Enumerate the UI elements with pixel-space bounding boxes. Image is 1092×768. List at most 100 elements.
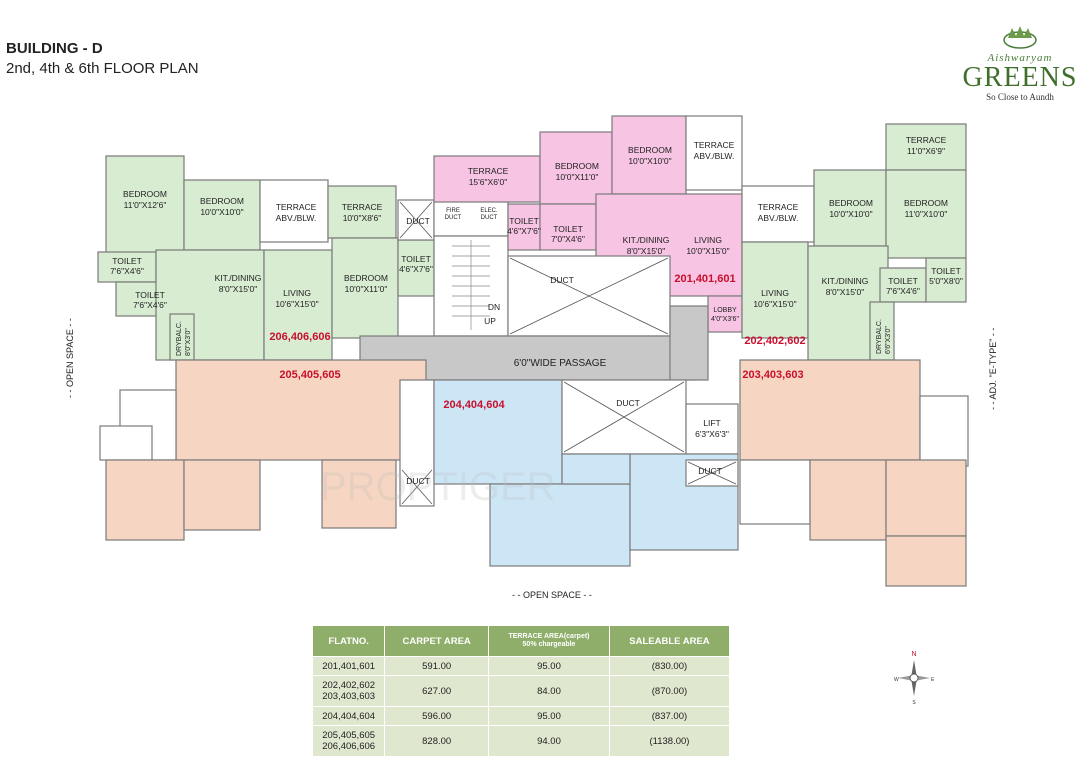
cell-flat: 204,404,604 [311,706,386,726]
logo-tagline: Aishwaryam [987,52,1053,64]
dim-bedroom-r2: 11'0"X10'0" [905,209,948,219]
label-lobby: LOBBY [713,307,737,314]
svg-text:ELEC.DUCT: ELEC.DUCT [480,208,498,221]
dim-toilet-pink2: 7'0"X4'6" [551,234,585,244]
dim-bedroom-pink2: 10'0"X10'0" [628,156,671,166]
room-toilet-l1 [97,251,157,283]
svg-text:DRYBALC.8'0"X3'0": DRYBALC.8'0"X3'0" [176,321,192,356]
label-dn: DN [488,302,500,312]
label-duct-left: DUCT [406,216,430,226]
cell-carpet: 828.00 [384,725,490,757]
passage-right [669,305,709,381]
dim-bedroom-pink1: 10'0"X11'0" [556,172,599,182]
label-bedroom-pink2: BEDROOM [628,145,672,155]
dim-terrace-top: ABV./BLW. [694,151,735,161]
room-bedroom-a [105,155,185,267]
label-lift: LIFT [703,418,720,428]
flat-label-203: 203,403,603 [742,369,803,381]
room-terrace-top [685,115,743,191]
room-toilet-r1 [879,267,927,303]
dim-terrace-right: ABV./BLW. [758,213,799,223]
label-bedroom-l3: BEDROOM [344,273,388,283]
dim-living-r: 10'6"X15'0" [753,299,796,309]
dim-kit-dining-l: 8'0"X15'0" [219,284,258,294]
col-carpet: CARPET AREA [384,625,490,657]
label-toilet-r1: TOILET [888,276,918,286]
label-bedroom-r1: BEDROOM [829,198,873,208]
label-toilet-r2: TOILET [931,266,961,276]
label-duct-center: DUCT [550,275,574,285]
room-toilet-l3 [397,239,435,297]
table-row: 201,401,601 591.00 95.00 (830.00) [311,656,731,676]
edge-label-left: - - OPEN SPACE - - [65,318,75,398]
svg-text:E: E [931,677,935,683]
label-toilet-l1: TOILET [112,256,142,266]
cell-saleable: (837.00) [608,706,731,726]
label-terrace-left: TERRACE [276,202,317,212]
label-up: UP [484,316,496,326]
col-flatno: FLATNO. [311,625,386,657]
cell-flat: 201,401,601 [311,656,386,676]
label-kit-dining-r: KIT./DINING [822,276,869,286]
cell-saleable: (830.00) [608,656,731,676]
compass-icon: N W E S [894,651,935,706]
room-living-peach-l [175,359,427,461]
room-bed-peach-l2 [183,459,261,531]
label-living-pink: LIVING [694,235,722,245]
dim-terrace-pink: 15'6"X6'0" [469,177,508,187]
dim-toilet-l2: 7'6"X4'6" [133,300,167,310]
room-lift [685,403,739,455]
cell-saleable: (1138.00) [608,725,731,757]
label-bedroom-a: BEDROOM [123,189,167,199]
room-living-peach-r [739,359,921,461]
dim-kit-dining-pink: 8'0"X15'0" [627,246,666,256]
label-toilet-l2: TOILET [135,290,165,300]
room-bedroom-l3 [331,237,399,339]
cell-terrace: 95.00 [488,656,610,676]
dim-bedroom-r1: 10'0"X10'0" [829,209,872,219]
label-toilet-l3: TOILET [401,254,431,264]
flat-label-204: 204,404,604 [443,399,505,411]
building-title: BUILDING - D [6,40,103,57]
table-row: 204,404,604 596.00 95.00 (837.00) [311,706,731,726]
room-toilet-pink2 [539,203,597,251]
label-duct-blue: DUCT [616,398,640,408]
label-living-l: LIVING [283,288,311,298]
room-bedroom-pink2 [611,115,687,195]
room-toilet-blue [561,453,631,485]
label-terrace-pink: TERRACE [468,166,509,176]
watermark: PROPTIGER [320,465,556,509]
svg-text:W: W [894,677,899,683]
svg-text:DRYBALC.6'6"X3'0": DRYBALC.6'6"X3'0" [876,319,892,354]
cell-carpet: 591.00 [384,656,490,676]
room-terrace-r-top [885,123,967,171]
col-terrace: TERRACE AREA(carpet)50% chargeable [488,625,610,657]
room-bedroom-r2 [885,169,967,259]
label-duct-left-low: DUCT [406,476,430,486]
room-lobby [707,295,743,333]
label-toilet-pink2: TOILET [553,224,583,234]
room-terrace-pink [433,155,541,203]
dim-bedroom-b: 10'0"X10'0" [200,207,243,217]
cell-carpet: 596.00 [384,706,490,726]
svg-text:S: S [912,700,916,706]
label-elec-duct: ELEC. [480,208,498,214]
